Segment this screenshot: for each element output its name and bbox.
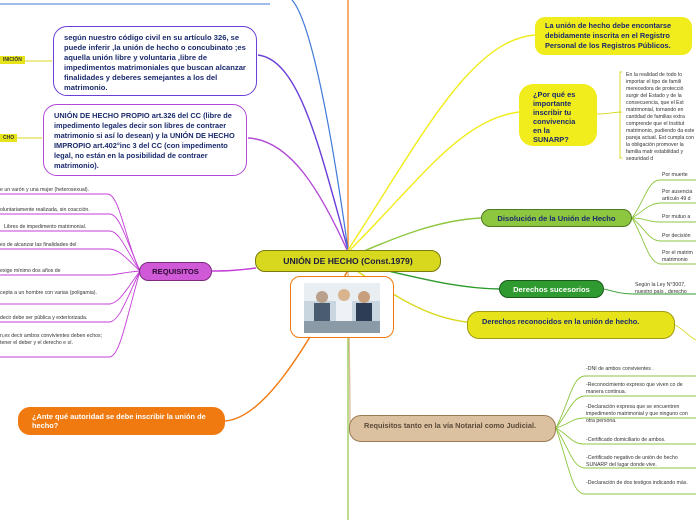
- sucesorios-node[interactable]: Derechos sucesorios: [499, 280, 604, 298]
- tag-definicion[interactable]: INICIÓN: [0, 56, 25, 64]
- por-que-node[interactable]: ¿Por qué es importante inscribir tu conv…: [519, 84, 597, 146]
- link-requisitos: [211, 267, 257, 272]
- requisitos-text: REQUISITOS: [152, 267, 199, 276]
- encontrarse-node[interactable]: La unión de hecho debe encontarse debida…: [535, 17, 692, 55]
- porque-bracket: [619, 71, 622, 159]
- link-por-que: [347, 111, 520, 253]
- requisito-item-7: decir debe ser pública y exteriorizada.: [0, 315, 88, 321]
- people-meeting-photo-icon: [304, 283, 380, 333]
- requisito-item-5: exige mínimo dos años de: [0, 268, 61, 274]
- derechos-reconocidos-node[interactable]: Derechos reconocidos en la unión de hech…: [467, 311, 675, 339]
- requisitos-node[interactable]: REQUISITOS: [139, 262, 212, 281]
- derechos-reconocidos-text: Derechos reconocidos en la unión de hech…: [482, 317, 640, 326]
- requisito-item-4: es de alcanzar las finalidades del: [0, 242, 77, 248]
- disolucion-item-3: Por mutuo a: [662, 214, 691, 220]
- disolucion-item-2: Por ausencia artículo 49 d: [662, 189, 693, 202]
- notarial-node[interactable]: Requisitos tanto en la vía Notarial como…: [349, 415, 556, 442]
- link-top: [291, 0, 349, 251]
- sucesorios-text: Derechos sucesorios: [513, 284, 590, 294]
- link-concepto: [257, 54, 349, 251]
- concepto-text: según nuestro código civil en su artícul…: [64, 33, 246, 92]
- notarial-item-4: -Certificado domiciliario de ambos.: [586, 437, 666, 443]
- requisito-item-6: cepta a un hombre con varias (poligamia)…: [0, 290, 97, 296]
- disolucion-text: Disolución de la Unión de Hecho: [497, 213, 616, 223]
- encontrarse-text: La unión de hecho debe encontarse debida…: [545, 21, 672, 50]
- propio-impropio-node[interactable]: UNIÓN DE HECHO PROPIO art.326 del CC (li…: [43, 104, 247, 176]
- disolucion-node[interactable]: Disolución de la Unión de Hecho: [481, 209, 632, 227]
- propio-impropio-text: UNIÓN DE HECHO PROPIO art.326 del CC (li…: [54, 111, 235, 170]
- autoridad-text: ¿Ante qué autoridad se debe inscribir la…: [32, 412, 206, 430]
- disolucion-item-4: Por decisión: [662, 233, 691, 239]
- notarial-item-1: -DNI de ambos convivientes .: [586, 366, 654, 372]
- por-que-detail: En la realidad de todo lo importar el ti…: [626, 72, 695, 160]
- link-propio: [247, 137, 349, 253]
- requisito-item-3: Libres de impedimento matrimonial.: [4, 224, 87, 230]
- disolucion-item-1: Por muerte: [662, 172, 688, 178]
- requisito-item-1: e un varón y una mujer (heterosexual).: [0, 187, 90, 193]
- notarial-item-3: -Declaración expresa que se encuentren i…: [586, 404, 688, 424]
- link-encontrarse: [347, 34, 536, 251]
- porque-link: [596, 111, 623, 115]
- image-node[interactable]: [290, 276, 394, 338]
- requisito-item-2: oluntariamente realizada, sin coacción.: [0, 207, 90, 213]
- notarial-item-5: -Certificado negativo de unión de hecho …: [586, 455, 678, 468]
- tag-hecho[interactable]: CHO: [0, 134, 18, 142]
- por-que-text: ¿Por qué es importante inscribir tu conv…: [533, 90, 576, 144]
- disolucion-item-5: Por el matrim matrimonio: [662, 250, 693, 263]
- sucesorios-detail: Según la Ley N°3007, nuestro país , dere…: [635, 282, 687, 295]
- concepto-node[interactable]: según nuestro código civil en su artícul…: [53, 26, 257, 96]
- link-reconocidos: [347, 264, 468, 323]
- notarial-item-2: -Reconocimiento expreso que viven co de …: [586, 382, 683, 395]
- requisito-item-8: n,es decir ambos convivientes deben echo…: [0, 333, 103, 346]
- sucesorios-fan: [603, 288, 635, 295]
- disolucion-fan: [631, 179, 696, 265]
- notarial-fan: [555, 375, 696, 495]
- notarial-item-6: -Declaración de dos testigos indicando m…: [586, 480, 688, 486]
- reconocidos-fan: [674, 324, 696, 341]
- requisitos-fan: [0, 193, 141, 358]
- center-title[interactable]: UNIÓN DE HECHO (Const.1979): [255, 250, 441, 272]
- autoridad-node[interactable]: ¿Ante qué autoridad se debe inscribir la…: [18, 407, 225, 435]
- center-title-text: UNIÓN DE HECHO (Const.1979): [283, 256, 413, 266]
- notarial-text: Requisitos tanto en la vía Notarial como…: [364, 421, 537, 430]
